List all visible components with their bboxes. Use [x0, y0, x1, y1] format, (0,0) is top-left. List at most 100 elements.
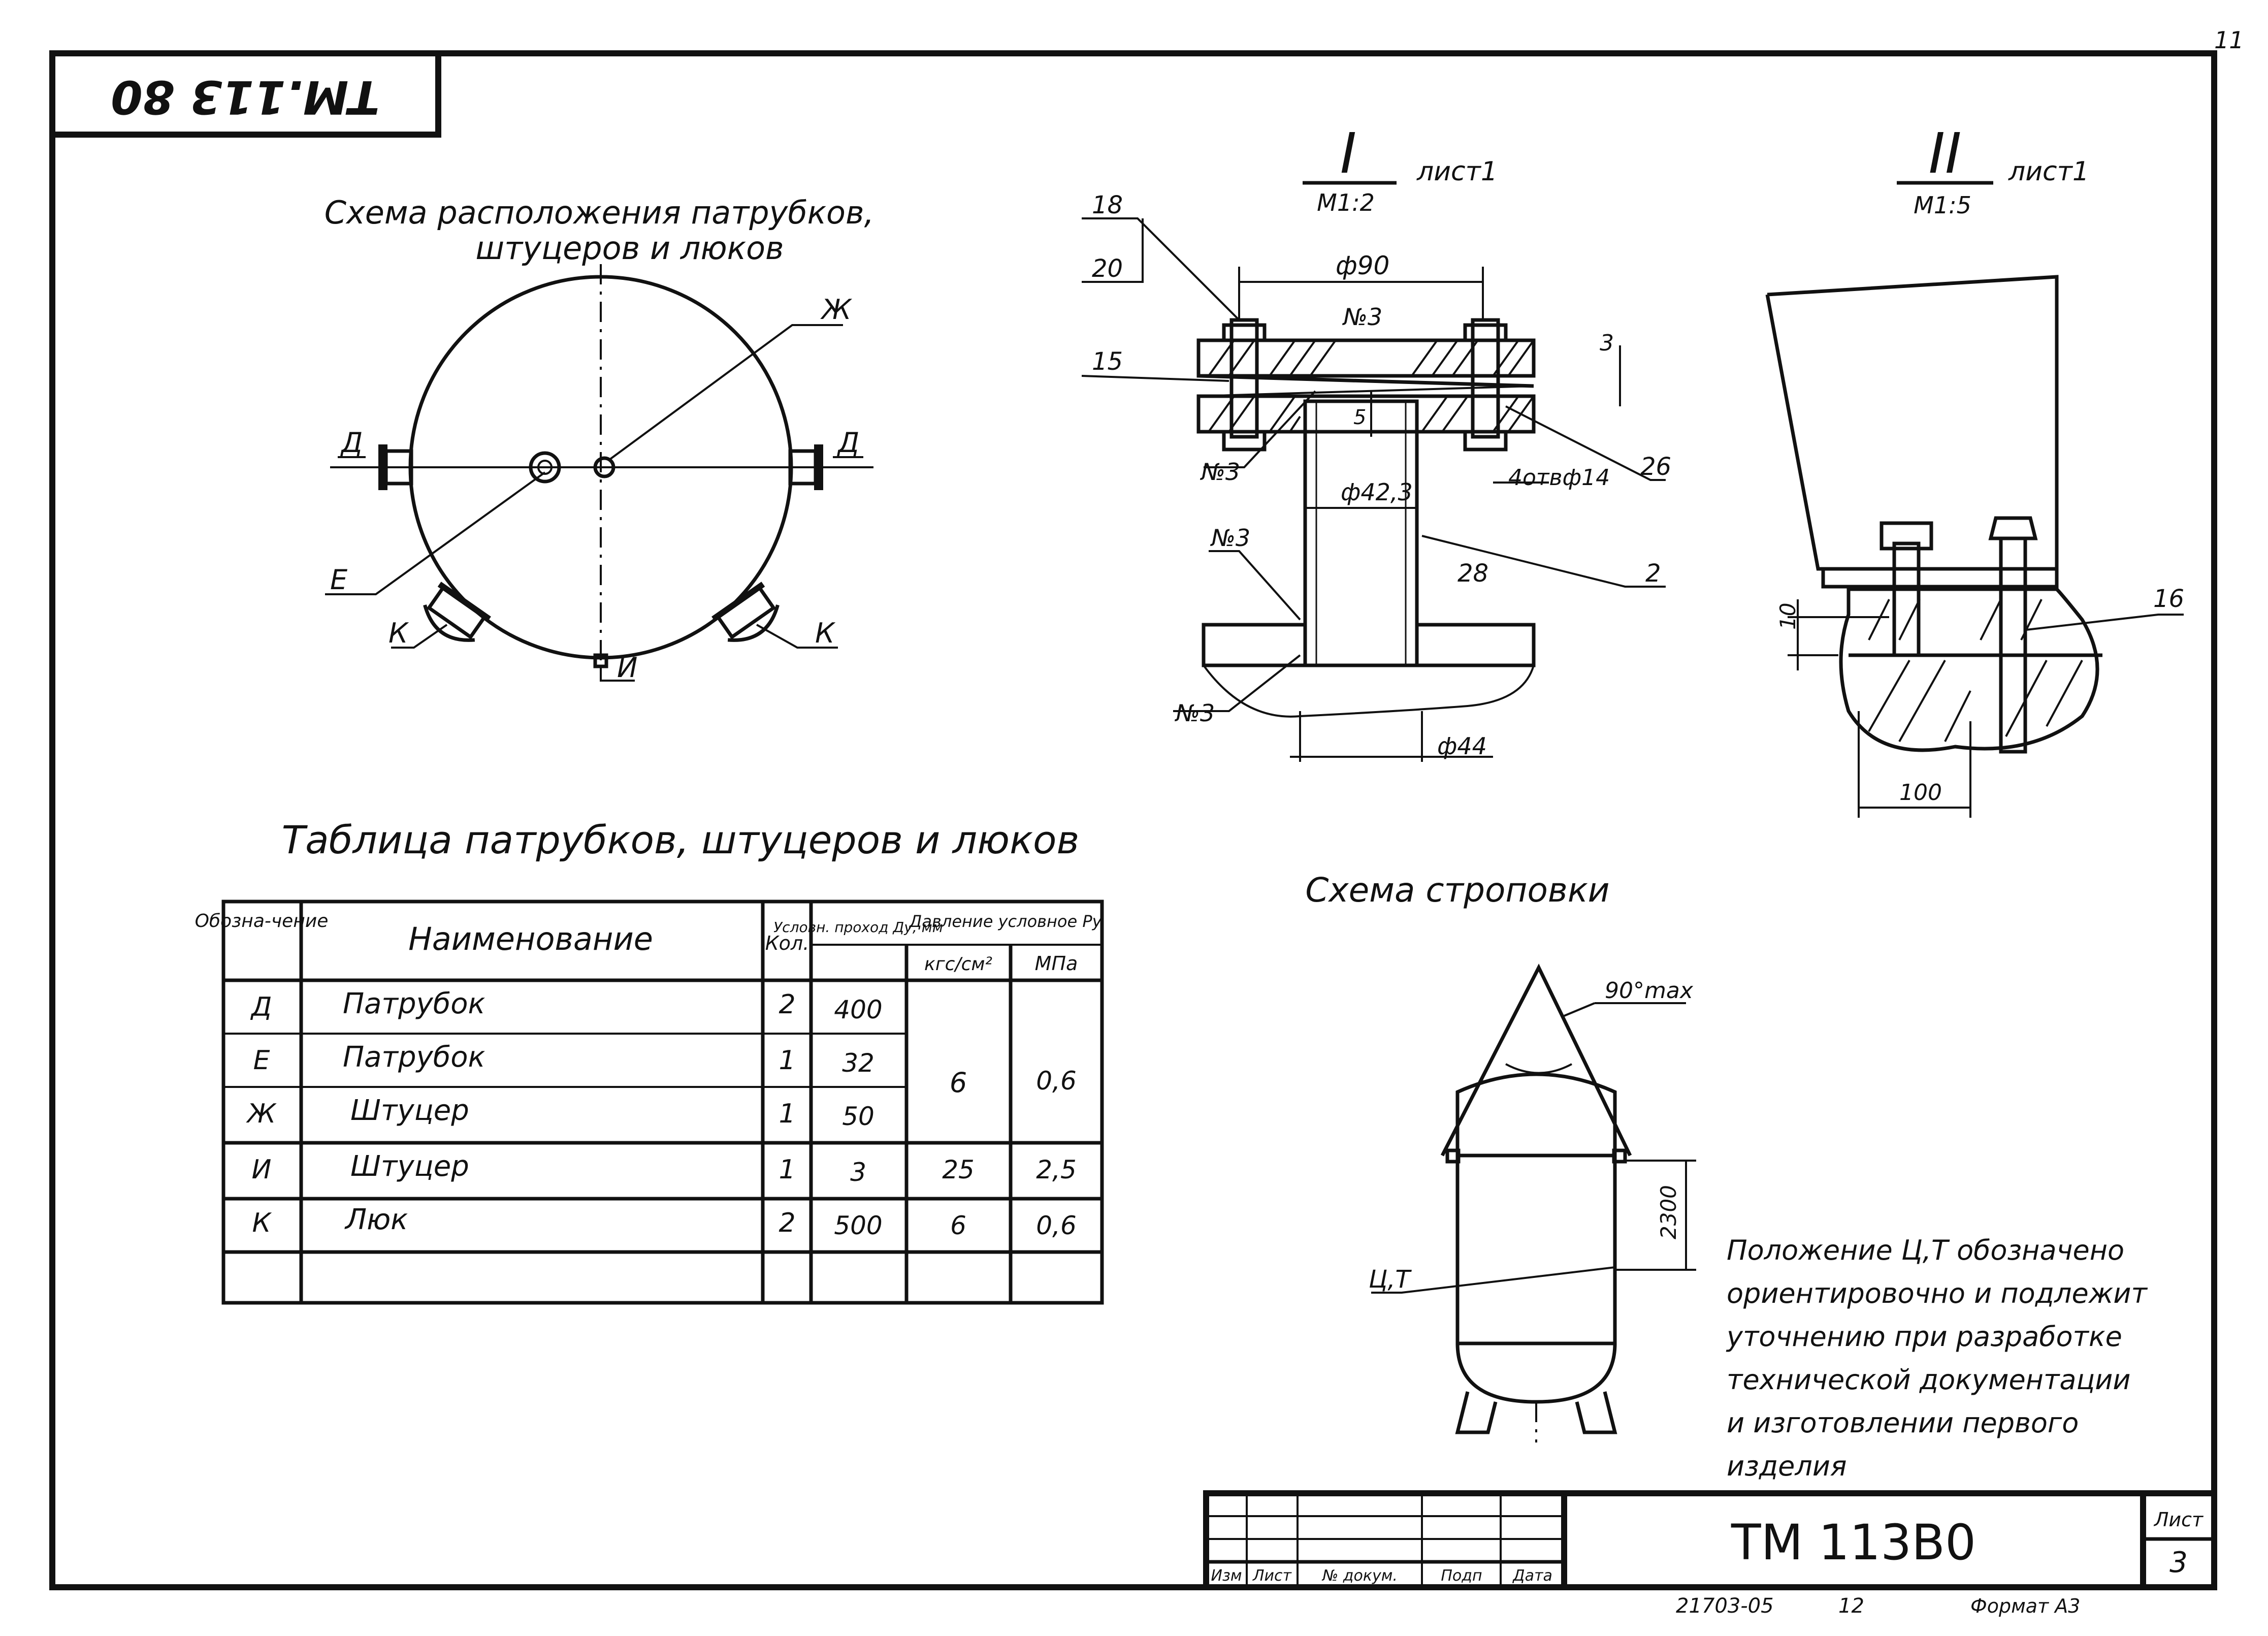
table-row: Е Патрубок 1 32 — [253, 1041, 874, 1078]
d1-label-15: 15 — [1092, 347, 1123, 376]
nozzle-d-left — [378, 444, 413, 490]
tb-col-sign: Подп — [1441, 1567, 1482, 1585]
cell-merged-mpa: 0,6 — [1036, 1066, 1077, 1096]
vessel-body — [1455, 1153, 1617, 1345]
bolt-left — [1229, 318, 1259, 439]
cell-qty: 1 — [779, 1045, 795, 1076]
d1-label-18: 18 — [1092, 191, 1123, 219]
cell-dn: 400 — [834, 995, 882, 1024]
cell-dn: 500 — [834, 1211, 882, 1240]
detail2-scale: М1:5 — [1914, 191, 1971, 219]
manhole-k-left — [423, 582, 491, 642]
table-title: Таблица патрубков, штуцеров и люков — [282, 817, 1080, 862]
d1-phi423: ф42,3 — [1341, 478, 1413, 506]
footer-format: Формат А3 — [1970, 1595, 2080, 1617]
cell-dn: 50 — [842, 1102, 874, 1131]
detail1-sheet: лист1 — [1416, 156, 1498, 187]
upper-flange — [1196, 338, 1536, 378]
label-d-right: Д — [837, 427, 859, 459]
table-row: Ж Штуцер 1 50 — [246, 1094, 874, 1131]
drawing-frame — [49, 50, 2217, 1590]
note-block: Положение Ц,Т обозначено ориентировочно … — [1726, 1234, 2148, 1482]
cell-merged-kgf: 6 — [950, 1067, 967, 1099]
d2-label-100: 100 — [1899, 780, 1942, 806]
d1-phi44: ф44 — [1437, 732, 1487, 760]
lower-flange — [1196, 394, 1536, 434]
slinging-scheme: Схема строповки 90°max 2300 Ц,Т — [1305, 871, 1696, 1442]
d1-holes: 4отвф14 — [1508, 465, 1610, 491]
cell-designation: Д — [250, 992, 272, 1022]
d1-label-20: 20 — [1092, 254, 1123, 283]
note-line-5: и изготовлении первого — [1727, 1407, 2079, 1439]
detail1-roman: I — [1340, 121, 1356, 186]
th-pressure: Давление условное Ру — [908, 912, 1102, 931]
note-line-6: изделия — [1727, 1450, 1846, 1482]
tb-sheet-label: Лист — [2153, 1509, 2204, 1531]
cell-designation: Ж — [246, 1099, 277, 1129]
detail2-roman: II — [1929, 121, 1962, 186]
tb-code: ТМ 113В0 — [1731, 1514, 1976, 1571]
d1-phi90: ф90 — [1336, 251, 1389, 280]
stamp-code: ТМ.113 80 — [111, 70, 380, 123]
d1-label-5: 5 — [1353, 406, 1366, 429]
cell-dn: 32 — [842, 1048, 874, 1078]
bolt-right — [1471, 318, 1500, 439]
cell-qty: 1 — [779, 1099, 795, 1129]
th-mpa: МПа — [1035, 952, 1078, 975]
detail-1: I М1:2 лист1 — [1081, 121, 1671, 762]
nozzle-layout-scheme: Схема расположения патрубков, штуцеров и… — [325, 194, 874, 684]
d1-label-2: 2 — [1645, 559, 1661, 588]
nozzle-e — [529, 451, 561, 484]
cell-dn: 3 — [850, 1158, 866, 1187]
d1-n3-left: №3 — [1200, 458, 1240, 486]
table-row: К Люк 2 500 6 0,6 — [252, 1203, 1077, 1240]
label-i: И — [617, 652, 637, 684]
cell-mpa: 2,5 — [1036, 1155, 1077, 1184]
table-row: Д Патрубок 2 400 — [250, 987, 883, 1024]
tb-col-list: Лист — [1252, 1567, 1292, 1585]
note-line-2: ориентировочно и подлежит — [1727, 1277, 2148, 1309]
label-zh: Ж — [820, 294, 853, 326]
cell-kgf: 25 — [942, 1155, 975, 1184]
label-d-left: Д — [340, 427, 363, 459]
scheme-title-line1: Схема расположения патрубков, — [325, 194, 874, 231]
fitting-zh — [593, 456, 615, 478]
detail-2: II М1:5 лист1 10 16 100 — [1765, 121, 2184, 818]
tb-col-date: Дата — [1512, 1567, 1552, 1585]
pipe — [1303, 399, 1419, 667]
cell-mpa: 0,6 — [1036, 1211, 1077, 1240]
d1-label-28: 28 — [1457, 559, 1488, 588]
cell-kgf: 6 — [950, 1211, 966, 1240]
label-k-right: К — [815, 617, 836, 649]
sling-dim: 2300 — [1656, 1185, 1681, 1239]
sling-title: Схема строповки — [1305, 871, 1609, 910]
nozzle-table: Таблица патрубков, штуцеров и люков Обоз… — [195, 817, 1104, 1305]
tb-sheet-num: 3 — [2169, 1546, 2188, 1579]
title-block: Изм Лист № докум. Подп Дата ТМ 113В0 Лис… — [1203, 1490, 2217, 1590]
th-name: Наименование — [408, 920, 653, 957]
note-line-4: технической документации — [1727, 1364, 2130, 1396]
d2-label-16: 16 — [2153, 585, 2184, 613]
cell-name: Штуцер — [350, 1094, 469, 1127]
sling-angle: 90°max — [1605, 978, 1694, 1004]
d1-n3-top: №3 — [1342, 303, 1382, 331]
detail2-sheet: лист1 — [2008, 156, 2089, 187]
cell-qty: 2 — [779, 1208, 795, 1238]
footer-num: 21703-05 — [1676, 1594, 1774, 1618]
d1-n3-bottom: №3 — [1174, 699, 1215, 727]
stamp-box: ТМ.113 80 — [49, 50, 441, 138]
cell-qty: 1 — [779, 1154, 795, 1185]
tb-col-izm: Изм — [1211, 1567, 1242, 1585]
nozzle-d-right — [788, 444, 823, 490]
th-designation: Обозна-чение — [195, 911, 329, 932]
footer-12: 12 — [1838, 1594, 1864, 1618]
manhole-k-right — [711, 582, 780, 642]
page-number: 11 — [2214, 26, 2244, 54]
cell-designation: Е — [253, 1045, 270, 1076]
shell-wall-right — [1415, 623, 1536, 667]
cell-designation: К — [252, 1208, 272, 1238]
label-e: Е — [330, 564, 348, 596]
table-row: И Штуцер 1 3 25 2,5 — [252, 1150, 1077, 1187]
cell-designation: И — [252, 1154, 272, 1185]
